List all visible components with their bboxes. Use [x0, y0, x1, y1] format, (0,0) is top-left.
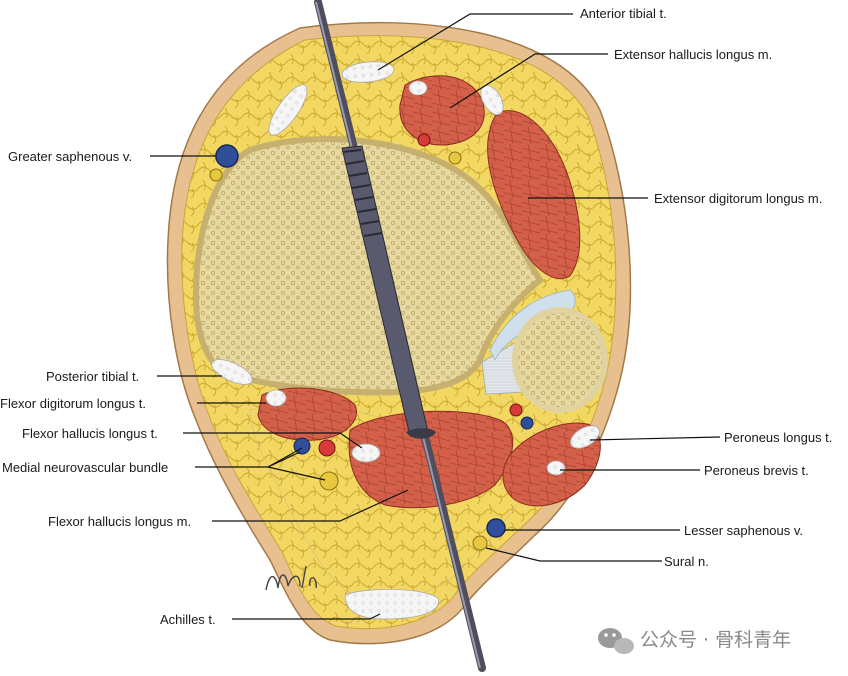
extensor-digitorum-longus-muscle: [487, 110, 581, 280]
fibula-bone: [512, 307, 608, 413]
achilles-tendon: [344, 588, 439, 620]
label-sural-nerve: Sural n.: [664, 554, 709, 569]
label-peroneus-longus-tendon: Peroneus longus t.: [724, 430, 832, 445]
illustrator-signature: [265, 565, 317, 591]
leader-lines: [150, 13, 721, 620]
cannulated-screw: [341, 145, 436, 439]
flexor-hallucis-longus-tendon: [351, 443, 381, 463]
label-lesser-saphenous-vein: Lesser saphenous v.: [684, 523, 803, 538]
deep-peroneal-nerve: [448, 151, 462, 165]
talus-bone: [192, 136, 545, 396]
label-extensor-hallucis-longus-muscle: Extensor hallucis longus m.: [614, 47, 772, 62]
saphenous-nerve: [209, 168, 223, 182]
watermark-text: 公众号 · 骨科青年: [640, 629, 791, 651]
ehl-tendon: [408, 80, 428, 96]
label-anterior-tibial-tendon: Anterior tibial t.: [580, 6, 667, 21]
peroneus-brevis-tendon: [546, 460, 566, 476]
label-extensor-digitorum-longus-muscle: Extensor digitorum longus m.: [654, 191, 822, 206]
wechat-icon: [598, 628, 634, 654]
posterior-tibial-tendon: [211, 359, 253, 385]
anterior-tibial-artery: [417, 133, 431, 147]
label-achilles-tendon: Achilles t.: [160, 612, 216, 627]
label-greater-saphenous-vein: Greater saphenous v.: [8, 149, 132, 164]
peroneal-vein: [520, 416, 534, 430]
label-flexor-hallucis-longus-tendon: Flexor hallucis longus t.: [22, 426, 158, 441]
anterior-tibial-tendon: [341, 61, 395, 83]
medial-retinaculum-tendon: [268, 84, 308, 136]
label-medial-neurovascular-bundle: Medial neurovascular bundle: [2, 460, 168, 475]
lesser-saphenous-vein: [486, 518, 506, 538]
label-posterior-tibial-tendon: Posterior tibial t.: [46, 369, 139, 384]
posterior-tibial-artery: [318, 439, 336, 457]
label-flexor-hallucis-longus-muscle: Flexor hallucis longus m.: [48, 514, 191, 529]
greater-saphenous-vein: [215, 144, 239, 168]
sural-nerve: [472, 535, 488, 551]
label-peroneus-brevis-tendon: Peroneus brevis t.: [704, 463, 809, 478]
peroneal-artery: [509, 403, 523, 417]
flexor-digitorum-longus-tendon: [265, 389, 287, 407]
label-flexor-digitorum-longus-tendon: Flexor digitorum longus t.: [0, 396, 146, 411]
peroneus-longus-tendon: [570, 425, 600, 449]
tibial-nerve: [319, 471, 339, 491]
watermark: 公众号 · 骨科青年: [598, 628, 791, 654]
